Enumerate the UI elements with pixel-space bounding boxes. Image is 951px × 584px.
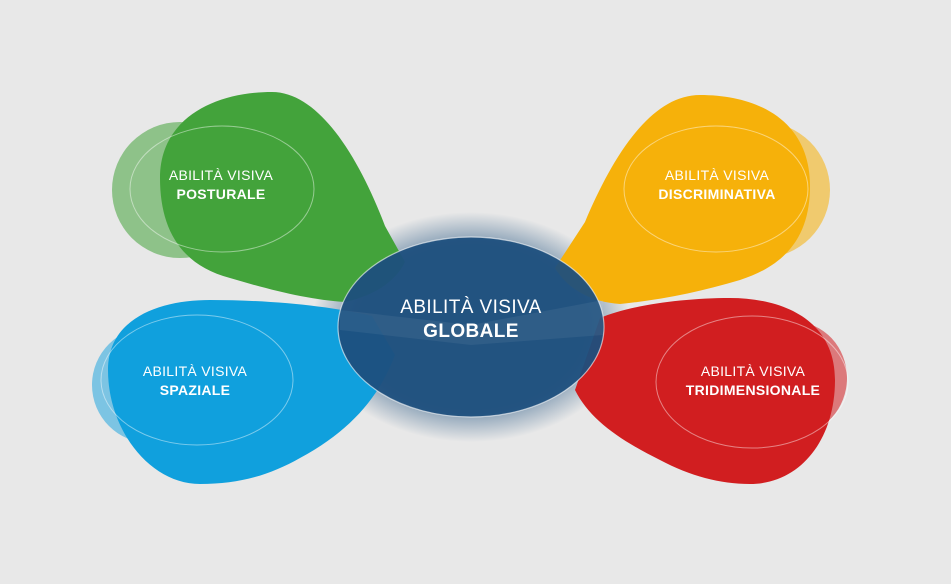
petal-posturale bbox=[112, 92, 405, 302]
petal-discriminativa-line1: ABILITÀ VISIVA bbox=[664, 167, 770, 183]
petal-spaziale-outline bbox=[100, 314, 294, 446]
petal-spaziale-line1: ABILITÀ VISIVA bbox=[142, 363, 248, 379]
petal-spaziale bbox=[92, 300, 395, 484]
center-line1: ABILITÀ VISIVA bbox=[400, 297, 542, 318]
petal-tridimensionale-shape bbox=[575, 298, 835, 484]
center-node-fill bbox=[338, 237, 604, 417]
petal-spaziale-line2: SPAZIALE bbox=[159, 382, 231, 398]
petal-spaziale-shape bbox=[108, 300, 395, 484]
center-node-highlight bbox=[340, 300, 603, 345]
petal-posturale-label: ABILITÀ VISIVA POSTURALE bbox=[121, 166, 321, 204]
petal-posturale-outline bbox=[129, 125, 315, 253]
petal-tridimensionale-line1: ABILITÀ VISIVA bbox=[700, 363, 806, 379]
center-line2: GLOBALE bbox=[423, 321, 519, 342]
petal-discriminativa-label: ABILITÀ VISIVA DISCRIMINATIVA bbox=[617, 166, 817, 204]
petal-posturale-line2: POSTURALE bbox=[176, 186, 266, 202]
petal-discriminativa-shape bbox=[555, 95, 810, 304]
petal-discriminativa bbox=[555, 95, 830, 304]
center-node bbox=[337, 236, 605, 418]
petal-discriminativa-outline bbox=[623, 125, 809, 253]
petal-tridimensionale-line2: TRIDIMENSIONALE bbox=[685, 382, 821, 398]
petal-posturale-line1: ABILITÀ VISIVA bbox=[168, 167, 274, 183]
petal-posturale-shape bbox=[160, 92, 405, 302]
petal-tridimensionale-label: ABILITÀ VISIVA TRIDIMENSIONALE bbox=[653, 362, 853, 400]
center-node-outline bbox=[337, 236, 605, 418]
center-label: ABILITÀ VISIVA GLOBALE bbox=[371, 296, 571, 344]
petal-tridimensionale-outline bbox=[655, 315, 849, 449]
petal-tridimensionale bbox=[575, 298, 849, 484]
petal-spaziale-label: ABILITÀ VISIVA SPAZIALE bbox=[95, 362, 295, 400]
petal-discriminativa-line2: DISCRIMINATIVA bbox=[658, 186, 776, 202]
